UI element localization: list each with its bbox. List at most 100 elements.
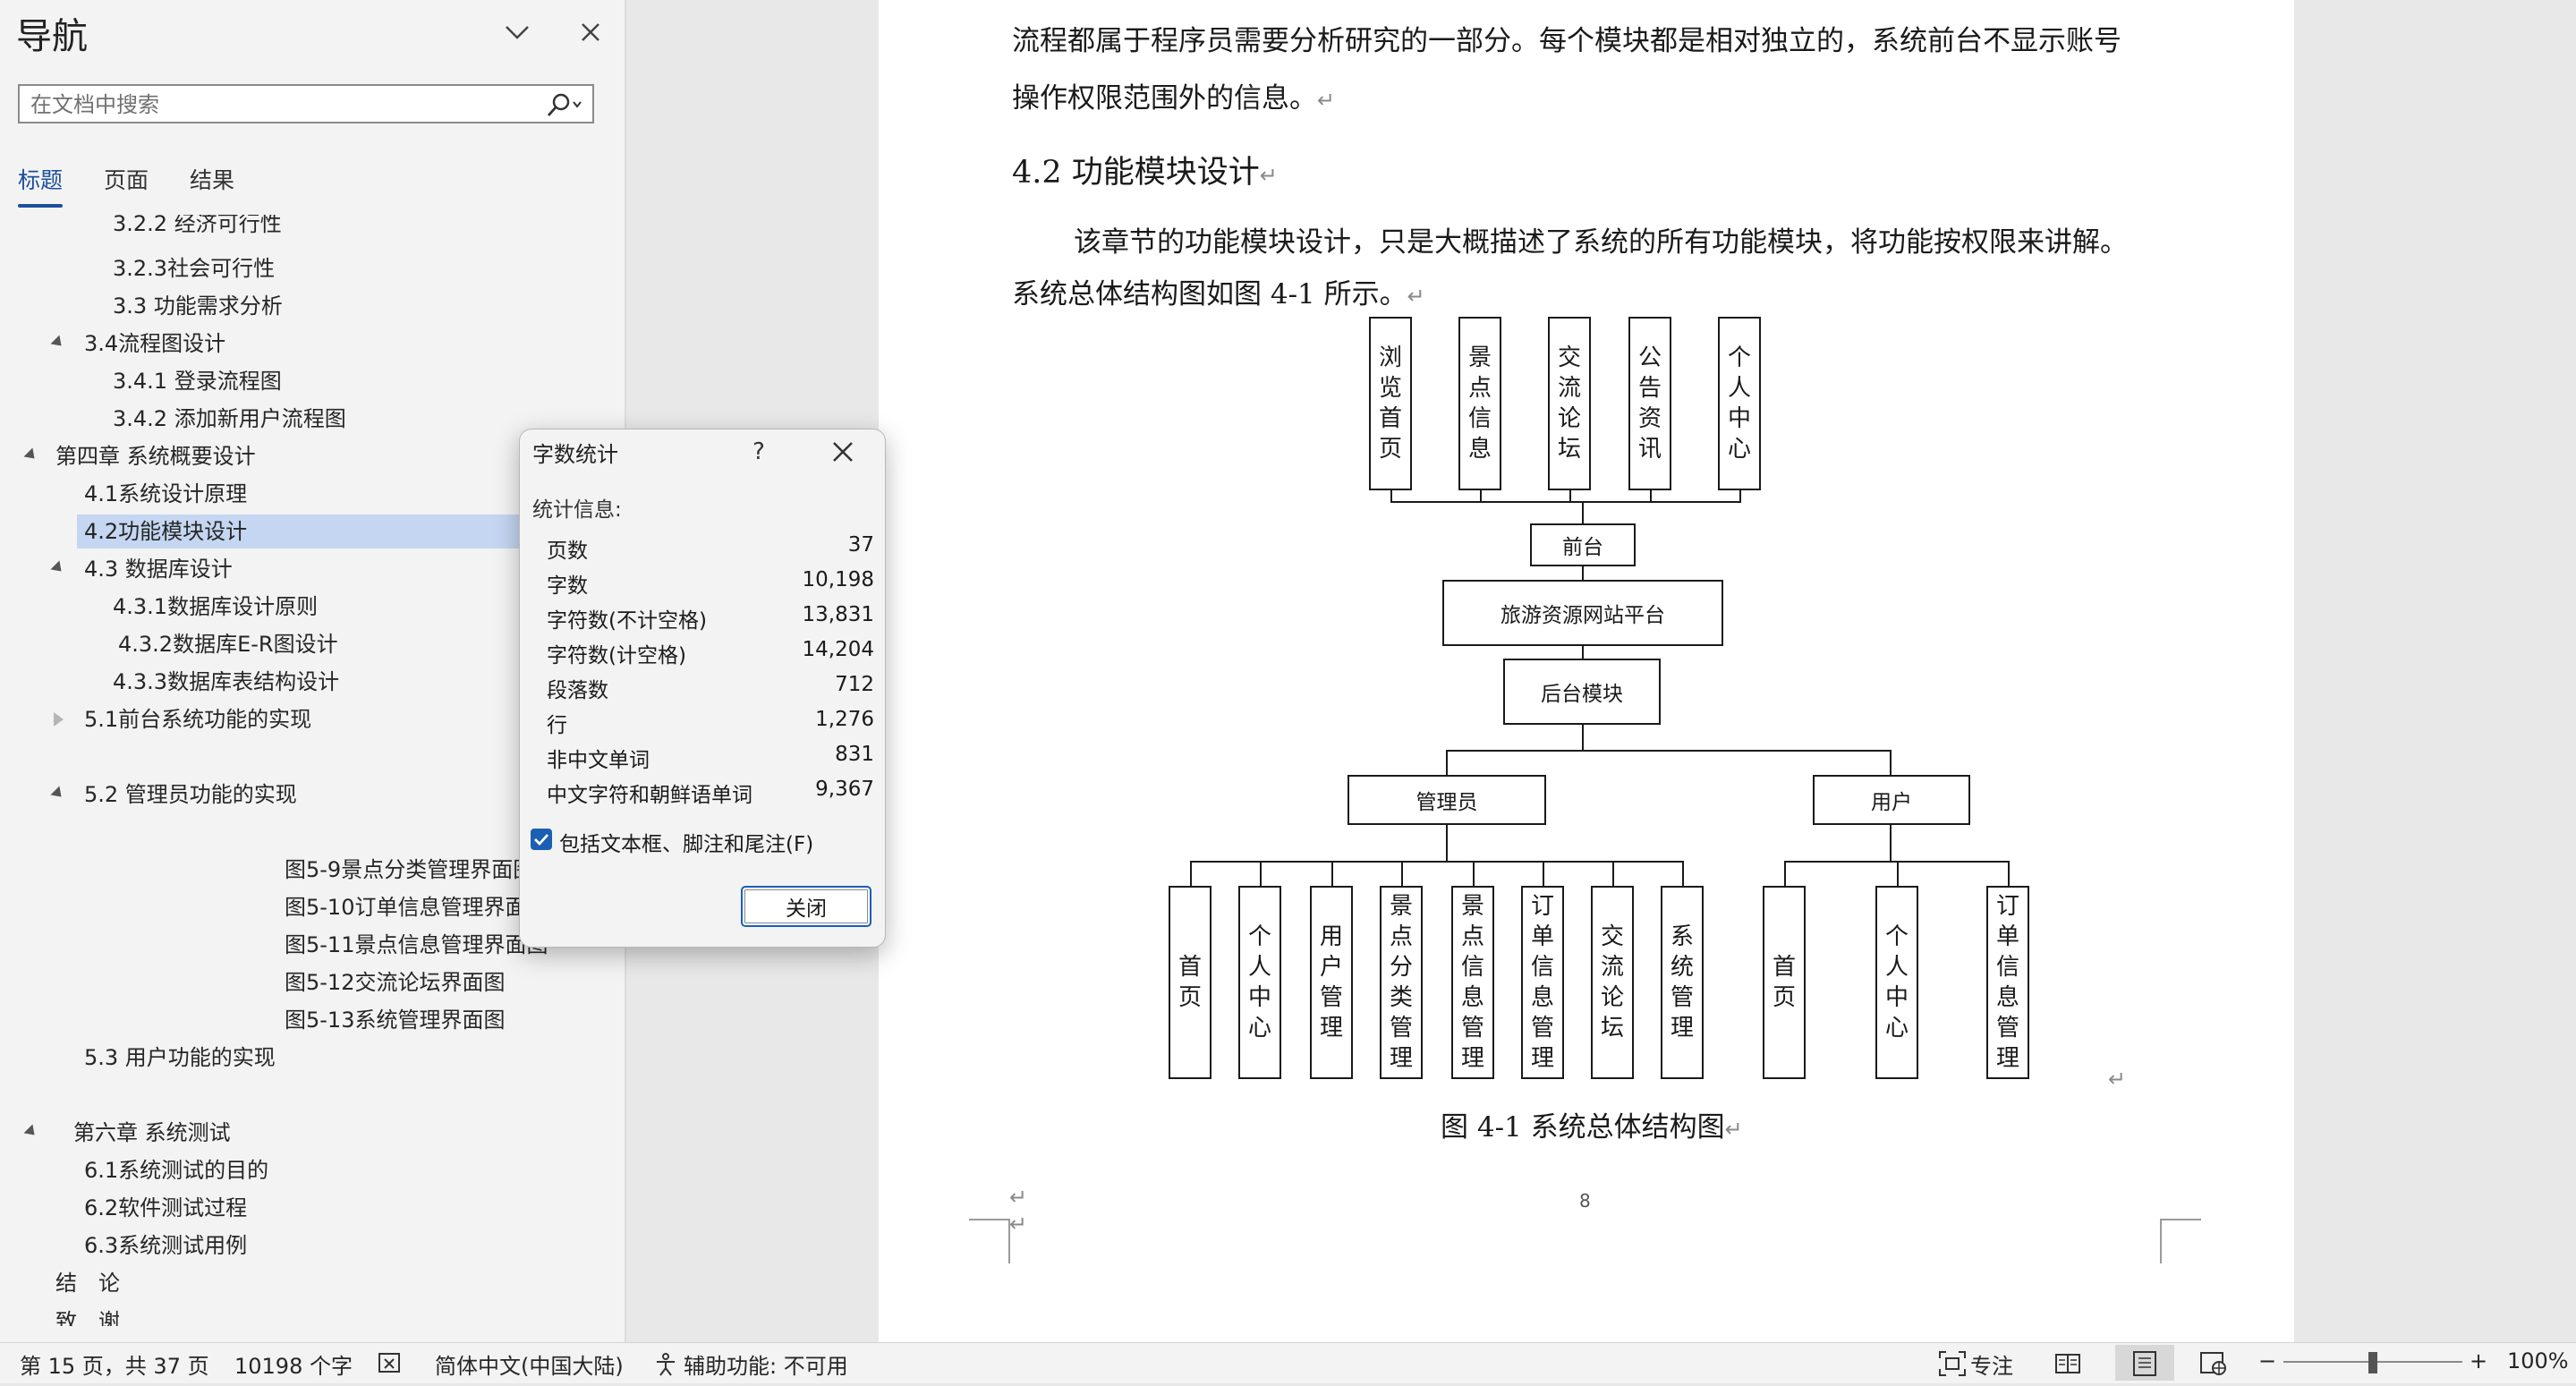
nav-heading-thanks[interactable]: 致 谢 bbox=[55, 1309, 120, 1326]
diagram-box-admin-module: 景点分类管理 bbox=[1380, 886, 1423, 1079]
nav-heading-fig-5-12[interactable]: 图5-12交流论坛界面图 bbox=[285, 970, 506, 995]
nav-heading-6-3[interactable]: 6.3系统测试用例 bbox=[84, 1233, 248, 1258]
stat-label: 字符数(计空格) bbox=[547, 644, 686, 667]
diagram-box-front-module: 交流论坛 bbox=[1548, 317, 1591, 490]
nav-heading-fig-5-13[interactable]: 图5-13系统管理界面图 bbox=[285, 1008, 506, 1033]
diagram-box-admin: 管理员 bbox=[1348, 775, 1546, 825]
stat-value: 10,198 bbox=[802, 568, 874, 591]
nav-heading-fig-5-9[interactable]: 图5-9景点分类管理界面图 bbox=[285, 857, 535, 882]
stat-label: 字符数(不计空格) bbox=[547, 609, 707, 633]
diagram-box-admin-module: 订单信息管理 bbox=[1521, 886, 1564, 1079]
accessibility-icon[interactable] bbox=[653, 1352, 678, 1382]
diagram-box-admin-module: 景点信息管理 bbox=[1451, 886, 1494, 1079]
connector-line bbox=[1582, 646, 1584, 659]
read-mode-icon[interactable] bbox=[2054, 1352, 2081, 1381]
nav-heading-3-4-2[interactable]: 3.4.2 添加新用户流程图 bbox=[113, 406, 346, 431]
status-bar: 第 15 页，共 37 页 10198 个字 简体中文(中国大陆) 辅助功能: … bbox=[0, 1342, 2576, 1383]
stat-row: 字符数(计空格)14,204 bbox=[547, 638, 874, 672]
stat-label: 行 bbox=[547, 714, 567, 737]
nav-heading-4-3-3[interactable]: 4.3.3数据库表结构设计 bbox=[113, 669, 340, 694]
nav-heading-5-1[interactable]: 5.1前台系统功能的实现 bbox=[84, 707, 312, 732]
search-input[interactable] bbox=[29, 89, 533, 120]
nav-heading-5-3[interactable]: 5.3 用户功能的实现 bbox=[84, 1045, 276, 1070]
expand-arrow-icon[interactable] bbox=[54, 712, 64, 727]
page-indicator[interactable]: 第 15 页，共 37 页 bbox=[20, 1354, 209, 1379]
stat-label: 页数 bbox=[547, 540, 588, 563]
nav-heading-3-2-2[interactable]: 3.2.2 经济可行性 bbox=[113, 215, 282, 236]
nav-heading-4-1[interactable]: 4.1系统设计原理 bbox=[84, 481, 248, 506]
collapse-arrow-icon[interactable] bbox=[50, 335, 66, 351]
stat-value: 13,831 bbox=[802, 603, 874, 626]
nav-heading-3-3[interactable]: 3.3 功能需求分析 bbox=[113, 293, 283, 319]
web-layout-icon[interactable] bbox=[2199, 1350, 2228, 1382]
diagram-box-user-module: 个人中心 bbox=[1875, 886, 1918, 1079]
connector-line bbox=[1582, 725, 1584, 752]
connector-line bbox=[1331, 861, 1333, 888]
focus-button[interactable]: 专注 bbox=[1970, 1354, 2013, 1379]
paragraph-line: 操作权限范围外的信息。↵ bbox=[1012, 82, 1336, 115]
zoom-out-button[interactable]: − bbox=[2258, 1348, 2277, 1373]
nav-heading-fig-5-11[interactable]: 图5-11景点信息管理界面图 bbox=[285, 932, 548, 957]
collapse-arrow-icon[interactable] bbox=[23, 447, 39, 463]
nav-heading-6-2[interactable]: 6.2软件测试过程 bbox=[84, 1195, 248, 1220]
search-icon[interactable] bbox=[542, 91, 585, 118]
connector-line bbox=[1890, 750, 1892, 775]
nav-heading-chapter-6[interactable]: 第六章 系统测试 bbox=[73, 1120, 231, 1145]
diagram-box-admin-module: 用户管理 bbox=[1310, 886, 1353, 1079]
paragraph-mark: ↵ bbox=[1009, 1212, 1028, 1237]
nav-heading-3-4-1[interactable]: 3.4.1 登录流程图 bbox=[113, 369, 282, 394]
nav-heading-3-2-3[interactable]: 3.2.3社会可行性 bbox=[113, 256, 276, 281]
collapse-arrow-icon[interactable] bbox=[50, 560, 66, 576]
diagram-box-user-module: 订单信息管理 bbox=[1986, 886, 2029, 1079]
accessibility-indicator[interactable]: 辅助功能: 不可用 bbox=[684, 1354, 848, 1379]
stat-row: 字符数(不计空格) 13,831 bbox=[547, 603, 874, 637]
chevron-down-icon[interactable] bbox=[497, 13, 537, 52]
focus-mode-icon[interactable] bbox=[1938, 1350, 1967, 1382]
nav-heading-4-3-2[interactable]: 4.3.2数据库E-R图设计 bbox=[118, 632, 338, 657]
zoom-in-button[interactable]: + bbox=[2470, 1348, 2488, 1373]
tab-headings[interactable]: 标题 bbox=[18, 163, 64, 208]
collapse-arrow-icon[interactable] bbox=[50, 786, 66, 802]
connector-line bbox=[1612, 861, 1614, 888]
language-indicator[interactable]: 简体中文(中国大陆) bbox=[435, 1354, 624, 1379]
zoom-slider-thumb[interactable] bbox=[2368, 1352, 2377, 1373]
stat-label: 段落数 bbox=[547, 679, 608, 702]
connector-line bbox=[1650, 490, 1652, 503]
connector-line bbox=[1569, 490, 1571, 503]
diagram-box-platform: 旅游资源网站平台 bbox=[1442, 580, 1723, 646]
nav-heading-4-2-selected[interactable]: 4.2功能模块设计 bbox=[77, 514, 531, 548]
close-button[interactable]: 关闭 bbox=[741, 886, 871, 927]
tab-results[interactable]: 结果 bbox=[190, 167, 235, 193]
nav-heading-5-2[interactable]: 5.2 管理员功能的实现 bbox=[84, 782, 297, 807]
nav-heading-6-1[interactable]: 6.1系统测试的目的 bbox=[84, 1158, 269, 1183]
stat-label: 非中文单词 bbox=[547, 749, 650, 772]
connector-line bbox=[1190, 861, 1192, 888]
dialog-close-icon[interactable] bbox=[822, 431, 863, 472]
print-layout-icon[interactable] bbox=[2115, 1345, 2174, 1381]
tab-pages[interactable]: 页面 bbox=[104, 167, 149, 193]
connector-line bbox=[1480, 490, 1482, 503]
statistics-label: 统计信息: bbox=[532, 498, 622, 522]
help-button[interactable]: ? bbox=[752, 438, 765, 465]
nav-heading-4-3[interactable]: 4.3 数据库设计 bbox=[84, 557, 233, 582]
diagram-box-front-module: 个人中心 bbox=[1718, 317, 1761, 490]
checkbox-label[interactable]: 包括文本框、脚注和尾注(F) bbox=[559, 833, 814, 856]
connector-line bbox=[1682, 861, 1684, 888]
zoom-level[interactable]: 100% bbox=[2507, 1348, 2569, 1373]
connector-line bbox=[2008, 861, 2010, 888]
nav-heading-conclusion[interactable]: 结 论 bbox=[55, 1271, 120, 1296]
close-icon[interactable] bbox=[571, 13, 610, 52]
collapse-arrow-icon[interactable] bbox=[23, 1124, 39, 1140]
nav-heading-4-3-1[interactable]: 4.3.1数据库设计原则 bbox=[113, 594, 319, 619]
nav-heading-fig-5-10[interactable]: 图5-10订单信息管理界面图 bbox=[285, 895, 548, 920]
paragraph-line: 系统总体结构图如图 4-1 所示。↵ bbox=[1012, 278, 1425, 310]
word-count-indicator[interactable]: 10198 个字 bbox=[234, 1354, 353, 1379]
nav-heading-chapter-4[interactable]: 第四章 系统概要设计 bbox=[55, 444, 256, 469]
connector-line bbox=[1784, 861, 1786, 888]
nav-heading-3-4[interactable]: 3.4流程图设计 bbox=[84, 331, 226, 356]
proofing-icon[interactable] bbox=[378, 1352, 404, 1381]
include-textboxes-checkbox[interactable] bbox=[531, 829, 552, 850]
